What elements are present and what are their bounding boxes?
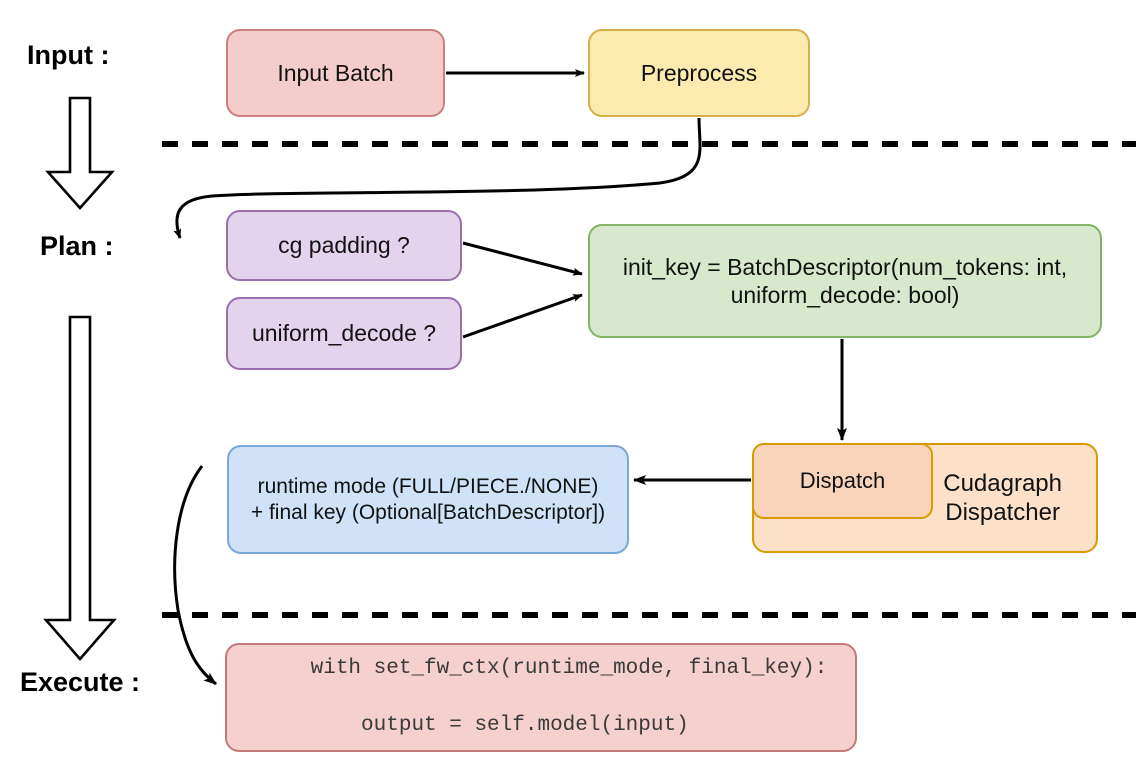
node-runtime-mode-line1: runtime mode (FULL/PIECE./NONE) [257,474,599,498]
stage-label-plan: Plan : [40,231,114,261]
node-preprocess[interactable]: Preprocess [588,29,810,117]
node-dispatch-label: Dispatch [799,467,886,493]
node-dispatch[interactable]: Dispatch [752,443,933,519]
node-code-block[interactable]: with set_fw_ctx(runtime_mode, final_key)… [225,643,857,752]
node-runtime-mode[interactable]: runtime mode (FULL/PIECE./NONE) + final … [227,445,629,554]
node-runtime-mode-label: runtime mode (FULL/PIECE./NONE) + final … [237,474,619,525]
node-init-key-line2: uniform_decode: bool) [730,282,960,308]
node-init-key-label: init_key = BatchDescriptor(num_tokens: i… [598,253,1092,309]
connector-runtime-mode-to-code-block [173,465,217,686]
node-input-batch-label: Input Batch [277,59,394,86]
node-code-block-text: with set_fw_ctx(runtime_mode, final_key)… [235,627,847,769]
node-init-key[interactable]: init_key = BatchDescriptor(num_tokens: i… [588,224,1102,338]
node-code-block-line1: with set_fw_ctx(runtime_mode, final_key)… [310,656,828,680]
node-cudagraph-dispatcher-line1: Cudagraph [943,469,1062,497]
connector-cg-padding-to-init-key [462,241,583,276]
node-code-block-line2: output = self.model(input) [310,713,689,737]
node-preprocess-label: Preprocess [640,59,758,86]
stage-arrow-plan-to-execute-shape [43,315,117,661]
node-input-batch[interactable]: Input Batch [226,29,445,117]
node-init-key-line1: init_key = BatchDescriptor(num_tokens: i… [622,253,1068,280]
node-runtime-mode-line2: + final key (Optional[BatchDescriptor]) [250,500,606,524]
stage-label-input: Input : [27,40,110,70]
node-uniform-decode[interactable]: uniform_decode ? [226,297,462,370]
node-cudagraph-dispatcher-line2: Dispatcher [945,499,1060,526]
node-cg-padding[interactable]: cg padding ? [226,210,462,281]
stage-arrow-input-to-plan-shape [45,96,115,210]
node-cudagraph-dispatcher-label: Cudagraph Dispatcher [943,469,1062,528]
node-uniform-decode-label: uniform_decode ? [251,320,437,347]
connector-uniform-decode-to-init-key [462,293,583,339]
node-cg-padding-label: cg padding ? [278,232,410,259]
stage-label-execute: Execute : [20,667,141,697]
